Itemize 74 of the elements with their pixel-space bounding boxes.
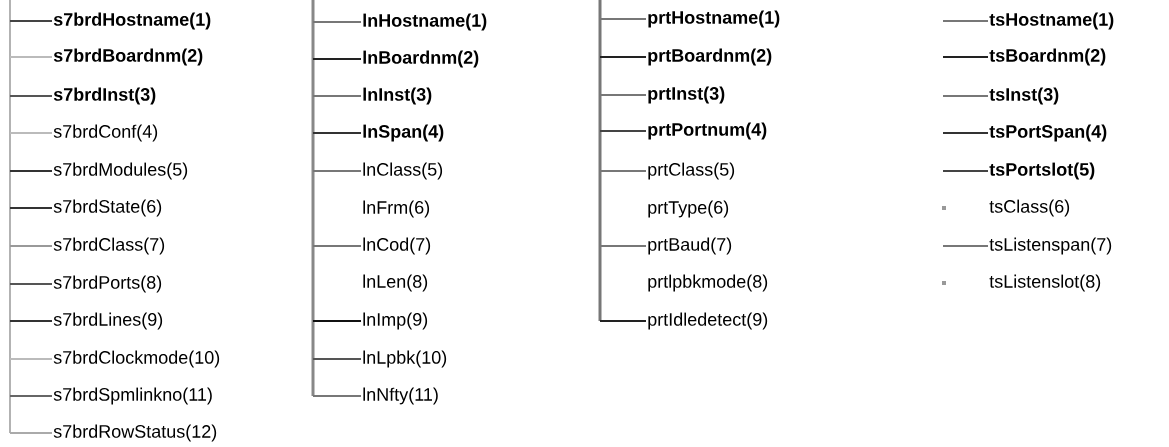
branch-line [9, 170, 53, 172]
tree-item-label: lnLpbk(10) [363, 350, 447, 368]
branch-line [599, 18, 647, 20]
branch-line [599, 320, 647, 322]
branch-line [9, 20, 53, 22]
tree-item-label: s7brdInst(3) [53, 87, 156, 105]
branch-line [9, 56, 53, 58]
branch-line [312, 245, 362, 247]
tree-item-label: s7brdClockmode(10) [53, 350, 220, 368]
tree-item-label: tsClass(6) [989, 199, 1070, 217]
branch-line [9, 320, 53, 322]
branch-line [599, 94, 647, 96]
branch-line [9, 207, 53, 209]
branch-line [9, 132, 53, 134]
tree-item-label: lnCod(7) [363, 237, 431, 255]
tree-item-label: tsInst(3) [989, 87, 1059, 105]
branch-line [942, 132, 989, 134]
branch-line [599, 170, 647, 172]
branch-line [599, 56, 647, 58]
branch-line [312, 358, 362, 360]
branch-line [312, 132, 362, 134]
tree-item-label: s7brdState(6) [53, 199, 162, 217]
tree-item-label: prtBaud(7) [648, 237, 732, 255]
tree-item-label: prtClass(5) [648, 162, 735, 180]
tree-item-label: prtIdledetect(9) [648, 312, 768, 330]
tree-item-label: lnLen(8) [363, 274, 428, 292]
tree-item-label: lnClass(5) [363, 162, 443, 180]
tree-item-label: tsPortSpan(4) [989, 124, 1107, 142]
tree-item-label: lnNfty(11) [363, 387, 438, 405]
branch-line [9, 245, 53, 247]
branch-line [942, 95, 989, 97]
tree-item-label: prtHostname(1) [648, 10, 780, 28]
tree-item-label: s7brdPorts(8) [53, 275, 162, 293]
branch-line [942, 20, 989, 22]
tree-item-label: lnHostname(1) [363, 13, 487, 31]
tree-item-label: s7brdRowStatus(12) [53, 424, 217, 442]
tree-item-label: s7brdConf(4) [53, 124, 158, 142]
branch-line [9, 95, 53, 97]
branch-line [312, 320, 362, 322]
branch-line [312, 21, 362, 23]
tree-item-label: prtPortnum(4) [648, 122, 767, 140]
branch-line [9, 395, 53, 397]
tree-item-label: s7brdModules(5) [53, 162, 188, 180]
tree-item-label: tsPortslot(5) [989, 162, 1095, 180]
branch-line [9, 432, 53, 434]
tree-item-label: s7brdBoardnm(2) [53, 48, 203, 66]
branch-line [312, 170, 362, 172]
tree-item-label: lnFrm(6) [363, 200, 430, 218]
tree-item-label: lnImp(9) [363, 312, 428, 330]
branch-line [599, 130, 647, 132]
tree-item-label: lnBoardnm(2) [363, 50, 479, 68]
branch-line [312, 58, 362, 60]
tree-item-label: prtlpbkmode(8) [648, 274, 768, 292]
branch-line [942, 56, 989, 58]
branch-line [9, 358, 53, 360]
tree-item-label: prtInst(3) [648, 86, 725, 104]
tree-item-label: prtBoardnm(2) [648, 48, 772, 66]
tree-item-label: tsHostname(1) [989, 12, 1114, 30]
tree-item-label: s7brdClass(7) [53, 237, 165, 255]
branch-line [599, 245, 647, 247]
tree-item-label: lnSpan(4) [363, 124, 444, 142]
branch-line [312, 95, 362, 97]
branch-line [942, 170, 989, 172]
tree-item-label: s7brdSpmlinkno(11) [53, 387, 212, 405]
branch-line [9, 283, 53, 285]
branch-line [942, 245, 989, 247]
tree-item-label: tsListenspan(7) [989, 237, 1112, 255]
tree-item-label: tsListenslot(8) [989, 274, 1101, 292]
tree-item-label: prtType(6) [648, 200, 729, 218]
tree-item-label: tsBoardnm(2) [989, 48, 1106, 66]
branch-line [312, 395, 362, 397]
tree-item-label: s7brdHostname(1) [53, 12, 211, 30]
tree-item-label: lnInst(3) [363, 87, 432, 105]
tree-item-label: s7brdLines(9) [53, 312, 163, 330]
